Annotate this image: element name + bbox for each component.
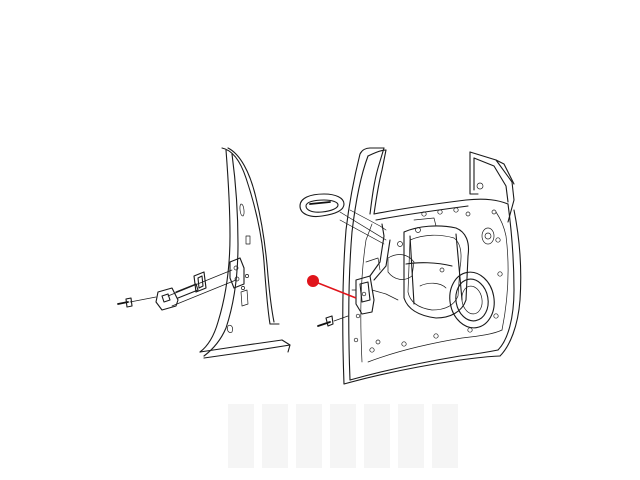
speaker-opening (449, 227, 495, 329)
door-inner-panel (342, 147, 522, 385)
door-latch (351, 223, 399, 315)
latch-screw (317, 315, 349, 327)
watermark (228, 404, 458, 468)
door-check-strap (155, 271, 207, 311)
callout-marker (307, 275, 357, 299)
check-strap-bolt (117, 297, 133, 308)
door-hinge-pillar (199, 147, 291, 359)
install-leader-lines (129, 269, 237, 307)
window-regulator (387, 217, 470, 319)
interior-door-handle (299, 193, 387, 245)
